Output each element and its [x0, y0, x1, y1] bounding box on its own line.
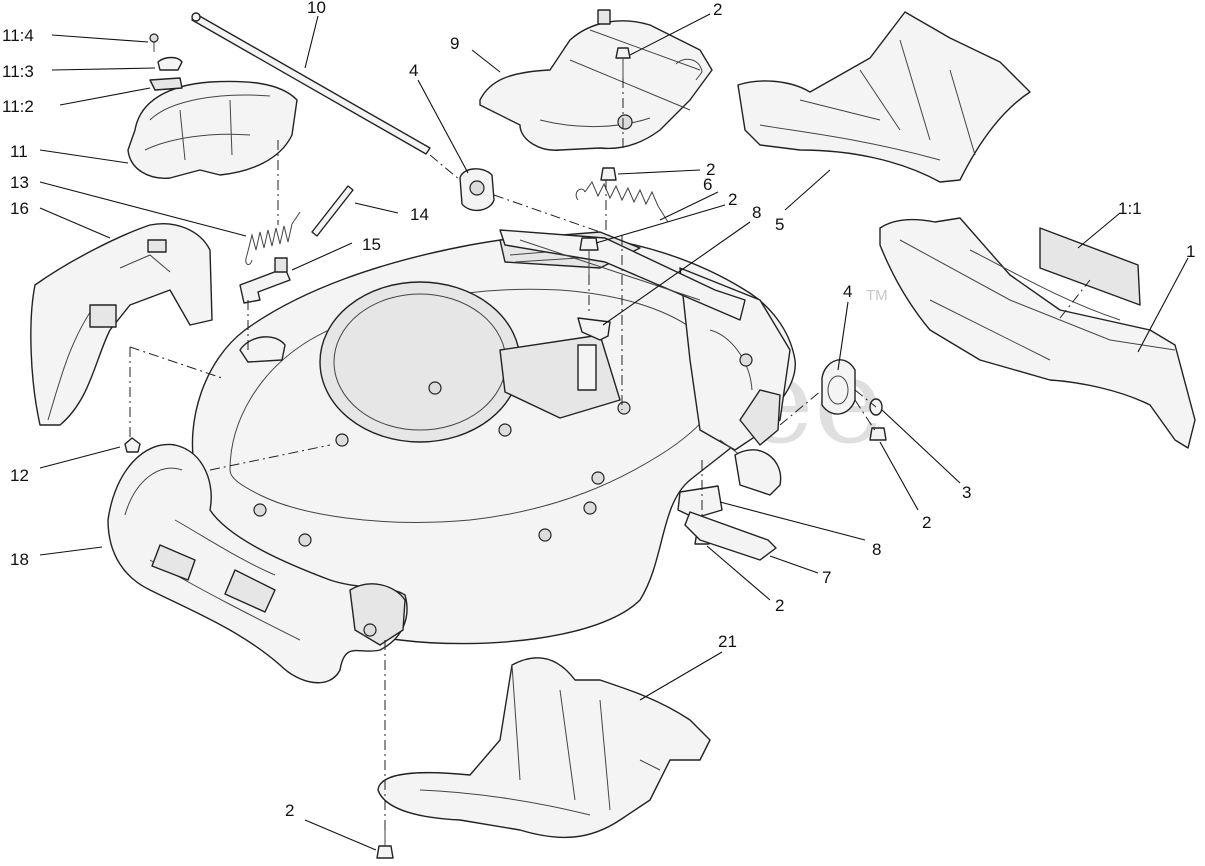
fastener-part-2-bottom	[376, 830, 394, 859]
callout-21: 21	[718, 632, 737, 651]
pin-part-14	[311, 185, 354, 237]
callout-5: 5	[775, 215, 784, 234]
callout-11: 11	[10, 142, 28, 161]
mower-deck-housing	[191, 229, 796, 645]
axle-rod-part-10	[191, 12, 431, 155]
callout-8-low: 8	[872, 540, 881, 559]
callout-8-top: 8	[752, 203, 761, 222]
height-adjuster-part-11	[127, 33, 298, 179]
callout-15: 15	[362, 235, 381, 254]
callout-14: 14	[410, 205, 429, 224]
callout-2-mid: 2	[728, 190, 737, 209]
side-cover-part-16	[30, 223, 213, 426]
bracket-part-8-low	[677, 485, 723, 519]
callout-2-low: 2	[775, 596, 784, 615]
top-shroud-part-9	[479, 9, 713, 151]
fastener-part-2-mid	[579, 237, 599, 275]
callout-6: 6	[703, 175, 712, 194]
callout-11-4: 11:4	[2, 26, 34, 45]
callout-10: 10	[307, 0, 326, 17]
callout-13: 13	[10, 173, 29, 192]
callout-2-top: 2	[713, 0, 722, 19]
alignment-lines	[129, 78, 1091, 830]
callout-2-spring: 2	[706, 160, 715, 179]
bracket-part-8-top	[577, 317, 611, 341]
fastener-part-2-top	[615, 47, 631, 78]
watermark-trademark: TM	[866, 287, 888, 304]
bracket-part-15	[239, 257, 291, 304]
front-skirt-part-18	[107, 443, 408, 684]
rear-deflector-part-5	[737, 11, 1031, 183]
spring-part-13	[245, 211, 301, 266]
fastener-part-2-spring	[600, 167, 617, 181]
callout-7: 7	[822, 568, 831, 587]
callout-1: 1	[1186, 242, 1195, 261]
nut-part-12	[124, 437, 141, 453]
spring-part-6	[575, 180, 669, 223]
callout-11-2: 11:2	[2, 97, 34, 116]
callout-3: 3	[962, 483, 971, 502]
callout-18: 18	[10, 550, 29, 569]
mulch-insert-part-21	[377, 657, 711, 839]
callout-2-right: 2	[922, 513, 931, 532]
callout-9: 9	[450, 34, 459, 53]
callout-11-3: 11:3	[2, 62, 34, 81]
flap-part-7	[684, 511, 777, 561]
callout-4-top: 4	[409, 61, 418, 80]
leader-lines	[39, 13, 1189, 851]
bushing-part-4-top	[459, 168, 495, 211]
callout-1-1: 1:1	[1118, 199, 1142, 218]
callout-labels: 11:4 11:3 11:2 11 13 16 10 14 15 12 18 9…	[2, 0, 1195, 820]
callout-16: 16	[10, 199, 29, 218]
fastener-part-2-right	[869, 427, 887, 441]
callout-2-bottom: 2	[285, 801, 294, 820]
rear-baffle-part-1	[879, 217, 1196, 449]
callout-12: 12	[10, 466, 29, 485]
callout-4-right: 4	[843, 282, 852, 301]
